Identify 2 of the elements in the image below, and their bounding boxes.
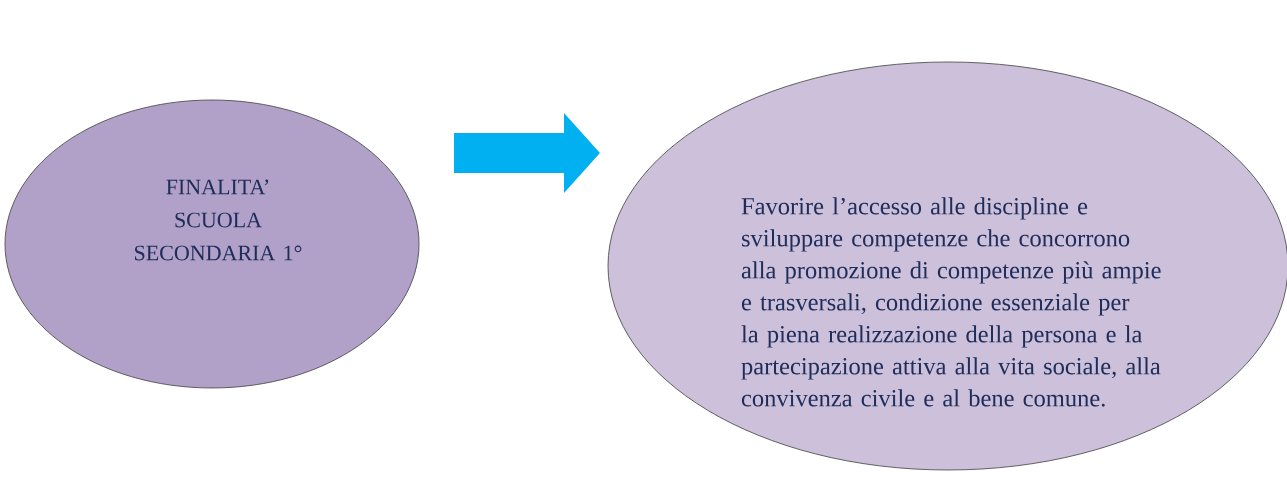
ellipse-node: Favorire l’accesso alle discipline e sviluppare competenze che concorrono alla promozione di competenze più ampie e trasversali, condizione essenziale per la piena realizzazione della persona e la partecipazione attiva alla vita sociale, alla convivenza civile e al bene comune.: [607, 61, 1287, 471]
ellipse-node: FINALITA’ SCUOLA SECONDARIA 1°: [4, 99, 420, 389]
